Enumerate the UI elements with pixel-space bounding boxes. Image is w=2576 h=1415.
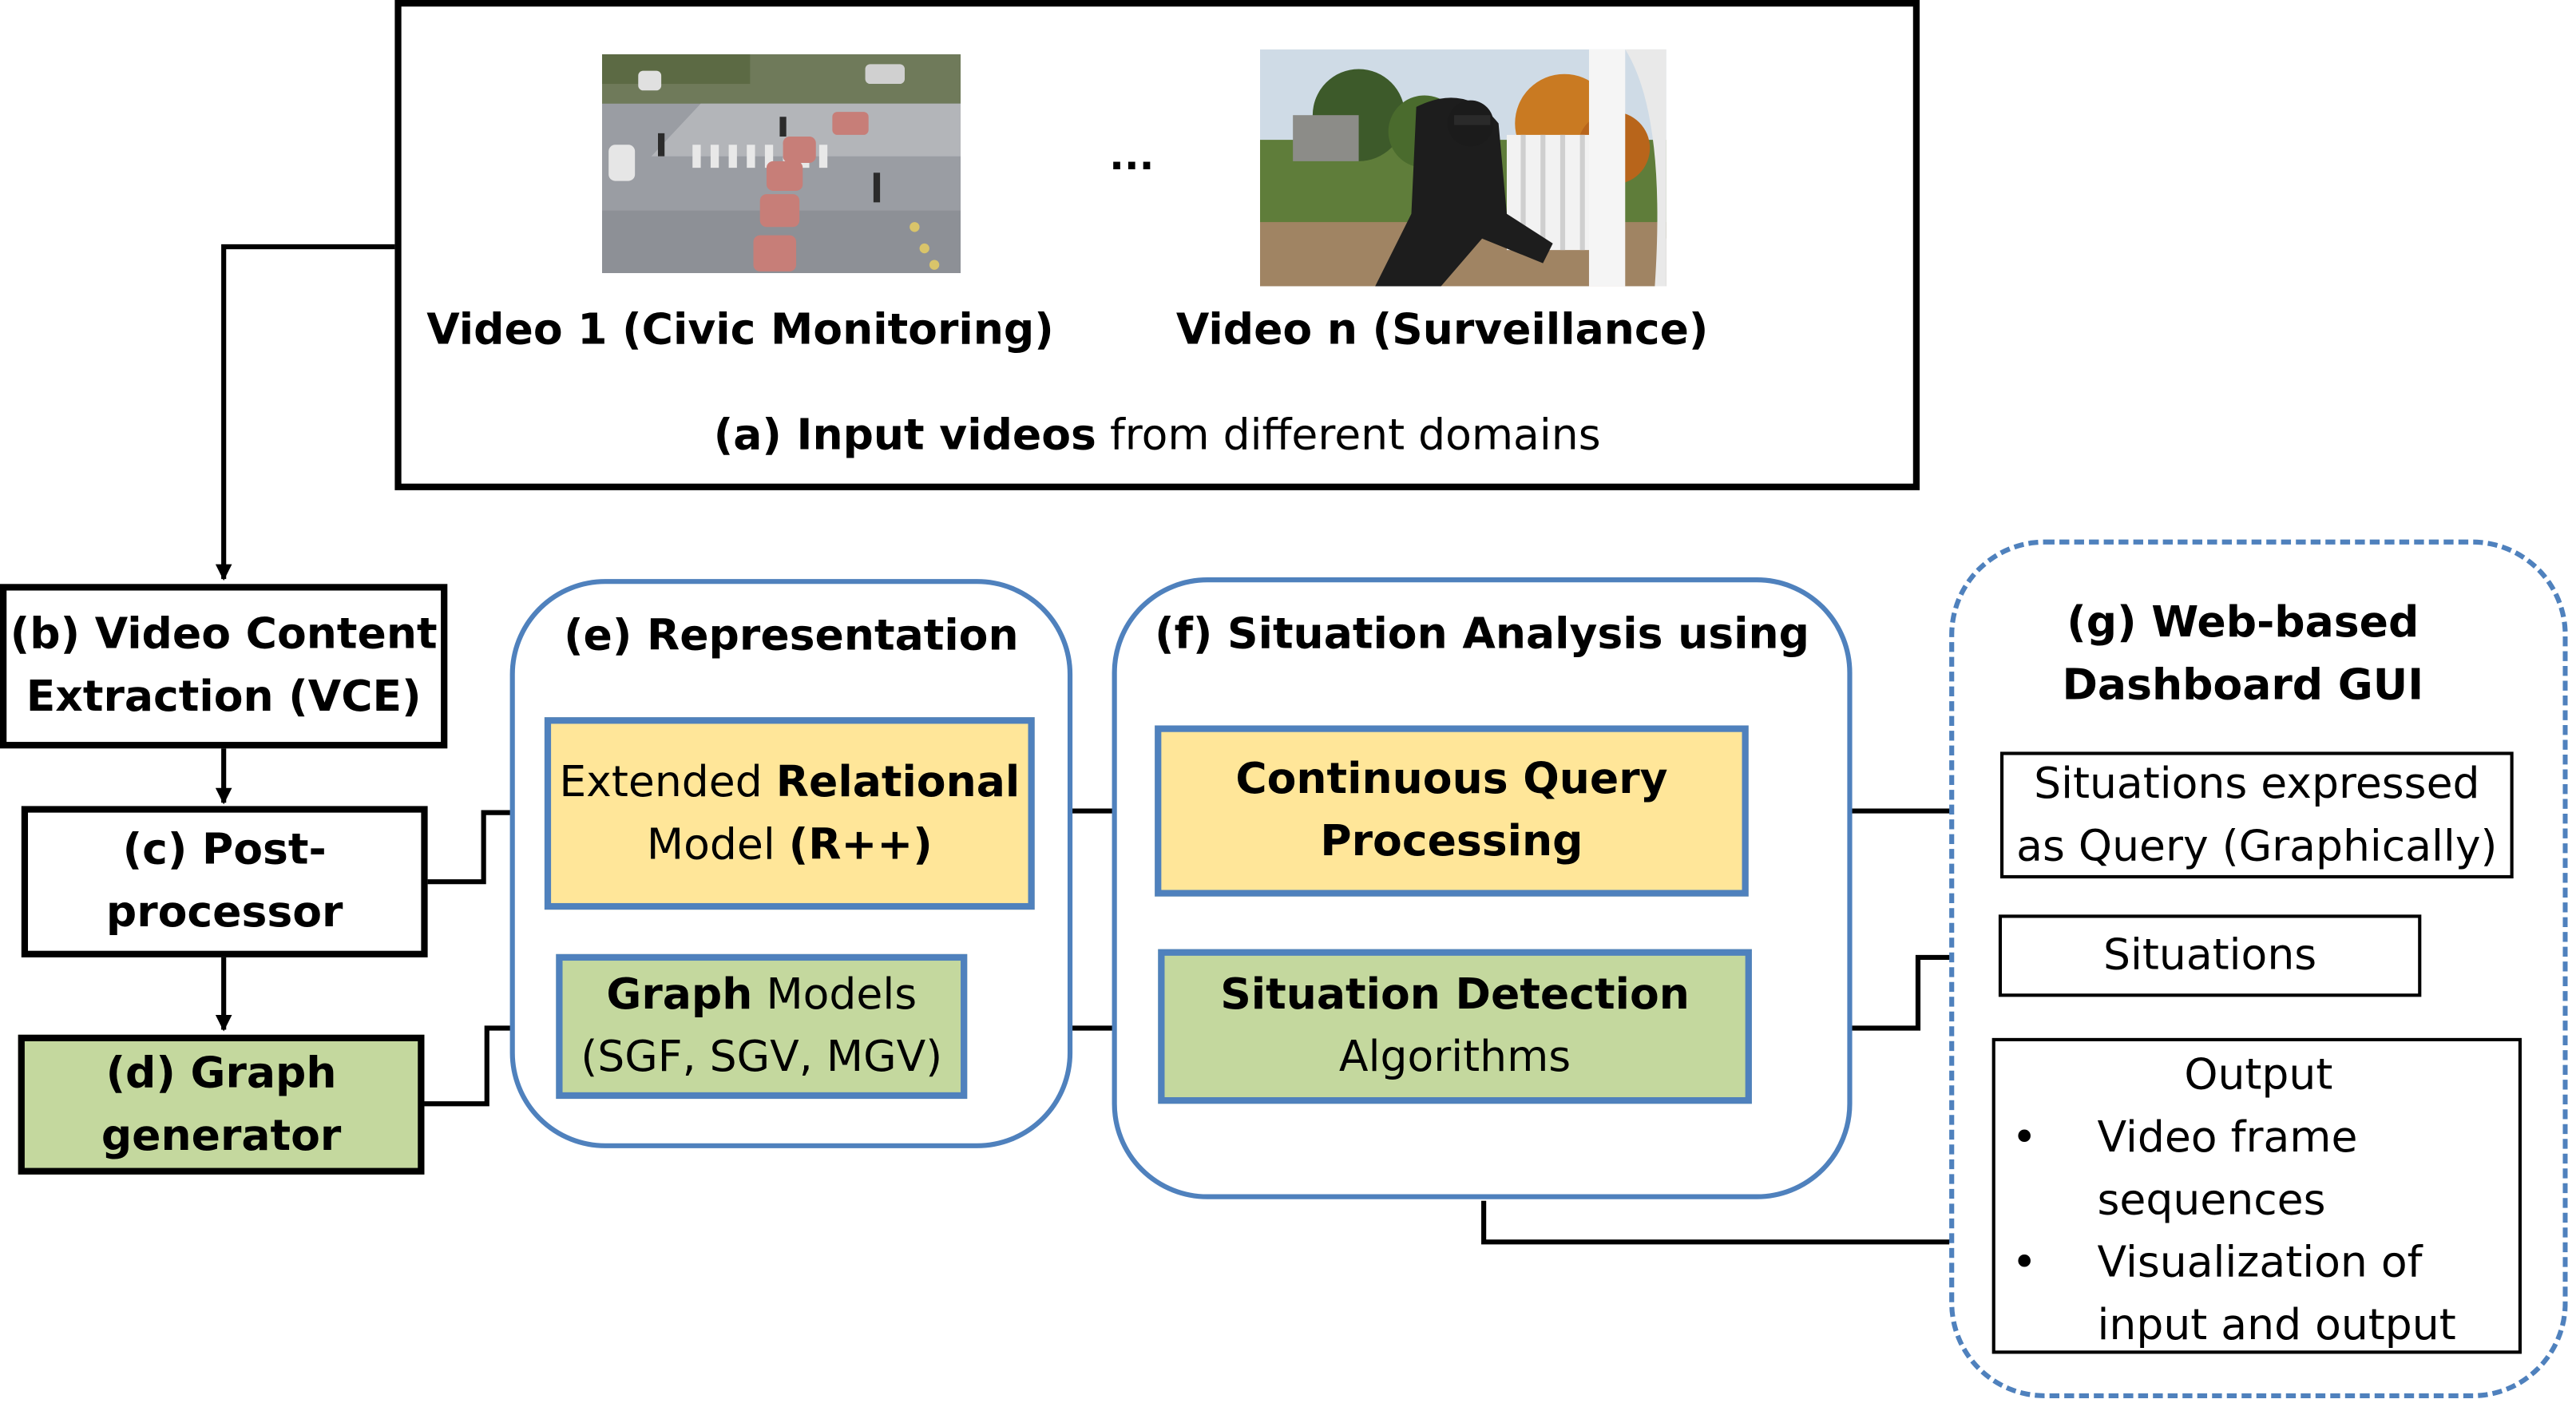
cqp-line2: Processing xyxy=(1320,817,1583,867)
sd-line1: Situation Detection xyxy=(1220,970,1690,1021)
cqp-line1: Continuous Query xyxy=(1235,755,1668,805)
graph-bold: Graph xyxy=(606,970,753,1021)
output-title: Output xyxy=(2184,1051,2333,1101)
relational-line2-pre: Model xyxy=(646,819,789,870)
videon-caption: Video n (Surveillance) xyxy=(1175,306,1709,355)
relational-bold: Relational xyxy=(775,757,1020,807)
situation-analysis-title: (f) Situation Analysis using xyxy=(1155,610,1809,660)
graph-rest: Models xyxy=(752,970,917,1021)
post-processor-box: (c) Post- processor xyxy=(21,806,428,957)
vce-line2: Extraction (VCE) xyxy=(26,672,422,723)
dashboard-title-line1: (g) Web-based xyxy=(2067,598,2419,648)
query-line2: as Query (Graphically) xyxy=(2016,821,2498,871)
video1-caption: Video 1 (Civic Monitoring) xyxy=(426,306,1054,355)
graphgen-line2: generator xyxy=(101,1111,342,1161)
arrow-analysis-to-output xyxy=(1481,1200,1989,1251)
sd-line2: Algorithms xyxy=(1338,1033,1571,1083)
surveillance-thumbnail xyxy=(1259,49,1666,287)
post-line2: processor xyxy=(105,888,343,938)
post-line1: (c) Post- xyxy=(122,826,327,875)
cqp-box: Continuous Query Processing xyxy=(1155,725,1749,897)
vce-line1: (b) Video Content xyxy=(10,610,438,660)
relational-line2: Model (R++) xyxy=(647,814,933,876)
graphgen-line1: (d) Graph xyxy=(105,1048,337,1099)
arrow-input-to-vce xyxy=(215,244,398,581)
input-videos-label-rest: from different domains xyxy=(1109,411,1601,461)
relational-model-box: Extended Relational Model (R++) xyxy=(544,717,1035,910)
ellipsis: ... xyxy=(1109,133,1155,180)
relational-line2-bold: (R++) xyxy=(788,819,933,870)
graph-generator-box: (d) Graph generator xyxy=(18,1034,425,1175)
input-videos-label-bold: (a) Input videos xyxy=(713,411,1096,461)
civic-monitoring-thumbnail xyxy=(601,54,961,273)
output-item-2: Visualization of input and output xyxy=(2097,1239,2456,1351)
situations-box: Situations xyxy=(1998,914,2422,997)
situation-detection-box: Situation Detection Algorithms xyxy=(1158,949,1752,1104)
output-bullet-1: • xyxy=(2011,1113,2037,1163)
graph-models-line2: (SGF, SGV, MGV) xyxy=(581,1033,943,1083)
output-bullet-2: • xyxy=(2011,1239,2037,1288)
relational-pre: Extended xyxy=(559,757,776,807)
graph-models-line1: Graph Models xyxy=(606,964,917,1026)
graph-models-box: Graph Models (SGF, SGV, MGV) xyxy=(556,953,968,1100)
input-videos-label: (a) Input videos from different domains xyxy=(402,405,1913,467)
vce-box: (b) Video Content Extraction (VCE) xyxy=(0,584,448,749)
situations-query-box: Situations expressed as Query (Graphical… xyxy=(1999,751,2514,879)
query-line1: Situations expressed xyxy=(2034,759,2480,809)
dashboard-title: (g) Web-based Dashboard GUI xyxy=(1949,593,2536,718)
representation-title: (e) Representation xyxy=(564,612,1019,662)
output-box: Output • Video frame sequences • Visuali… xyxy=(1991,1037,2522,1354)
output-item-1: Video frame sequences xyxy=(2097,1113,2358,1226)
dashboard-title-line2: Dashboard GUI xyxy=(2062,661,2424,711)
relational-line1: Extended Relational xyxy=(559,751,1020,813)
